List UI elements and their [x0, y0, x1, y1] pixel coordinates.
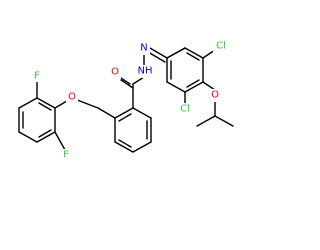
benzene-ring: [114, 107, 152, 153]
dichlorophenyl-ring: [166, 47, 204, 93]
atom-cl-bottom-label: Cl: [180, 104, 190, 115]
atom-f-ortho-label: F: [63, 150, 69, 161]
atom-cl-top: Cl: [213, 40, 229, 53]
atom-o-carbonyl-label: O: [111, 67, 119, 78]
atom-cl-bottom: Cl: [177, 103, 193, 116]
atom-f-ortho: F: [61, 149, 71, 161]
atom-o-ether: O: [66, 91, 78, 104]
atom-o-isopropoxy: O: [209, 89, 221, 102]
molecule-structure: F F O O NH N Cl Cl O: [18, 40, 234, 161]
bond-n-ch-a: [149, 47, 168, 59]
atom-cl-top-label: Cl: [216, 41, 226, 52]
bond-ch-methyl-left: [196, 115, 216, 127]
bond-n-ch-b: [147, 51, 166, 63]
atom-f-top-label: F: [34, 71, 40, 82]
atom-n-amide-label: NH: [138, 66, 153, 77]
atom-o-ether-label: O: [68, 92, 76, 103]
atom-o-carbonyl: O: [109, 66, 121, 79]
bond-ch-methyl-right: [214, 115, 234, 127]
bond-ch2-benzene: [97, 107, 116, 119]
atom-f-top: F: [32, 70, 42, 82]
bond-ring-o-isopropoxy: [202, 81, 216, 91]
atom-n-imine: N: [139, 42, 150, 55]
molecule-canvas: F F O O NH N Cl Cl O: [18, 40, 234, 161]
bond-carbonyl-nh: [132, 76, 145, 85]
atom-n-amide: NH: [136, 65, 154, 78]
bond-ring-f-ortho: [54, 131, 66, 151]
bond-carbonyl-o-b: [120, 79, 134, 89]
atom-n-imine-label: N: [140, 43, 147, 54]
difluorophenyl-ring: [18, 97, 56, 143]
atom-o-isopropoxy-label: O: [211, 90, 219, 101]
